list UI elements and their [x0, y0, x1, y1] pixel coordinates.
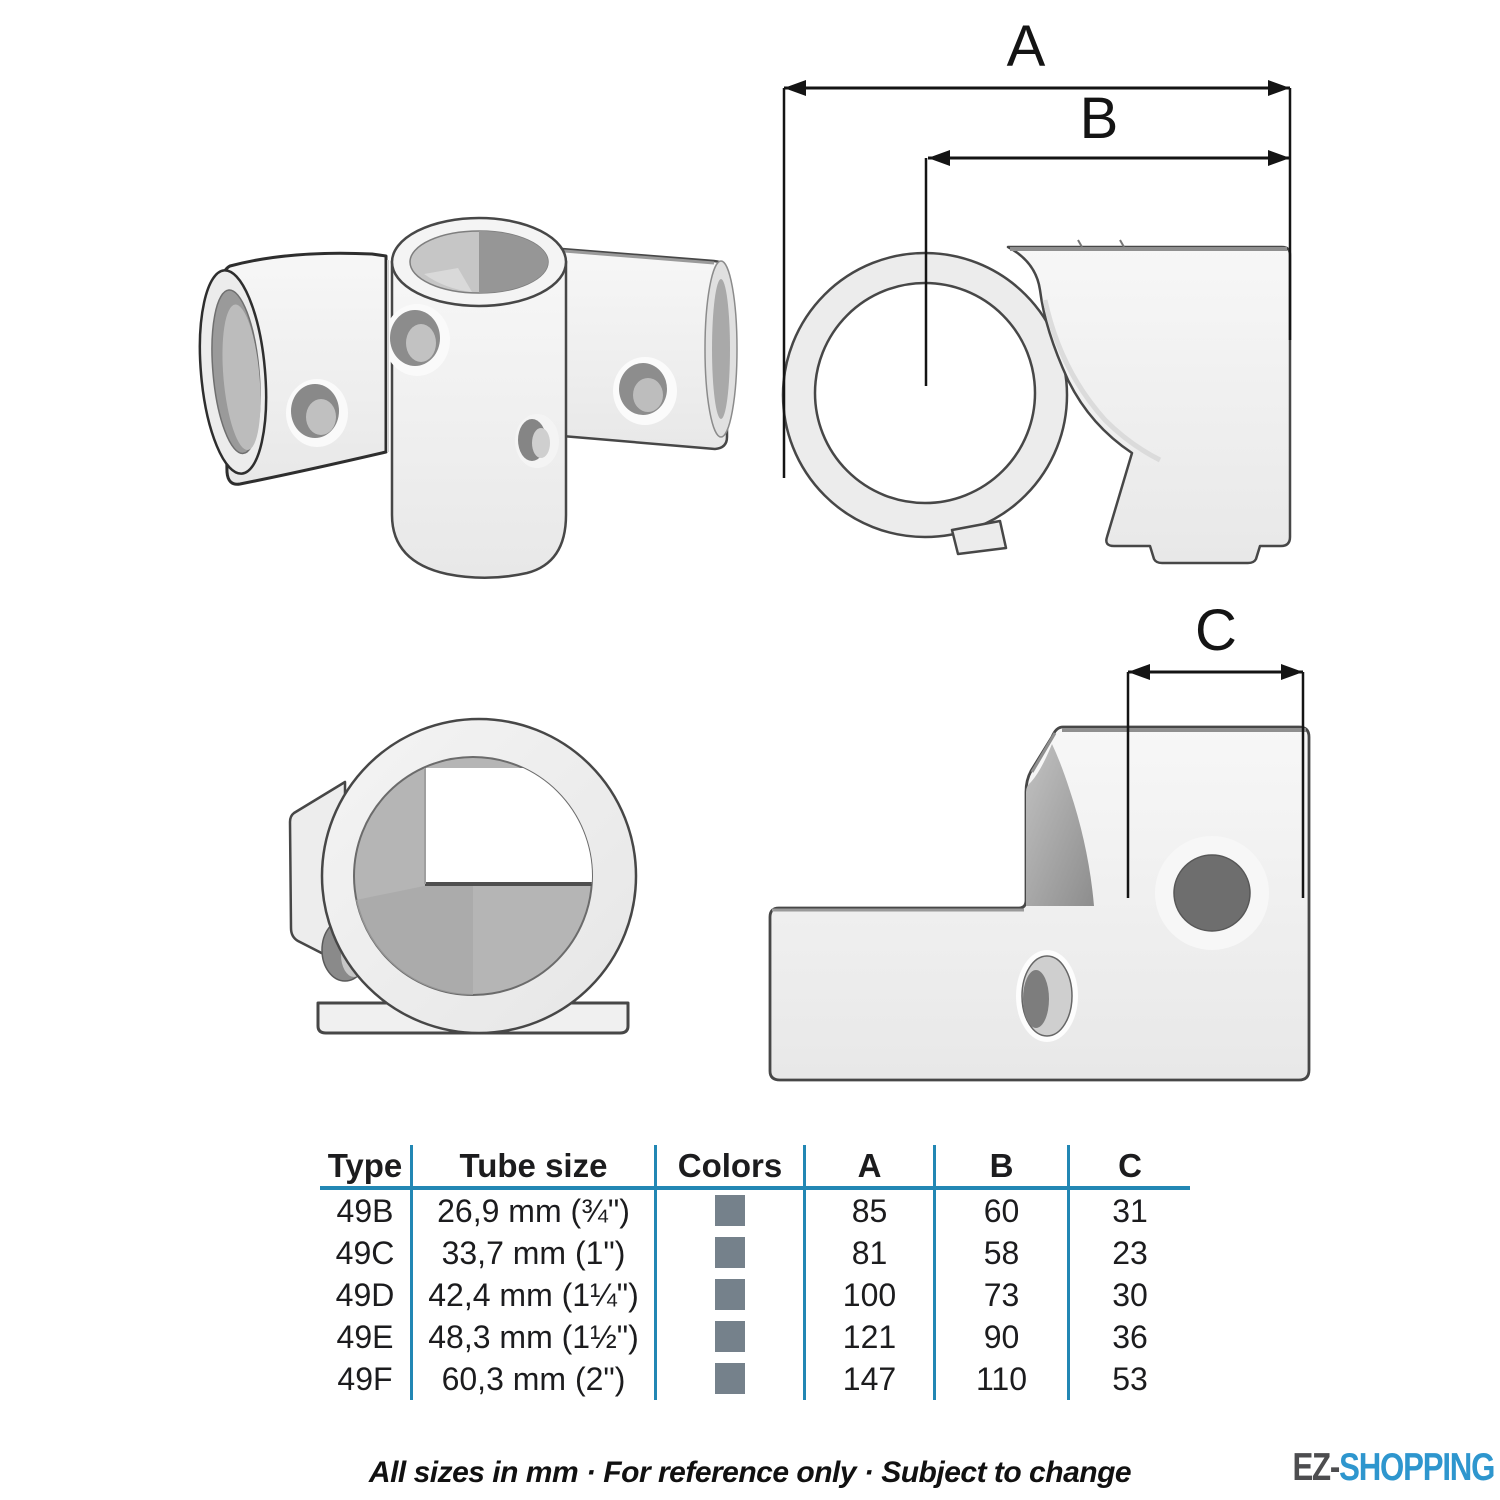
- color-swatch: [715, 1237, 745, 1269]
- c-chamfer-edge: [1030, 732, 1057, 773]
- cell-c: 53: [1112, 1361, 1148, 1397]
- cell-tube-size: 42,4 mm (1¼"): [413, 1274, 657, 1316]
- dim-c-label: C: [1195, 598, 1237, 663]
- dimension-c: C: [1126, 598, 1305, 898]
- iso-right-bore: [712, 279, 730, 419]
- iso-left-opening: [198, 269, 268, 475]
- cell-type: 49C: [320, 1232, 413, 1274]
- cell-tube-size: 60,3 mm (2"): [413, 1358, 657, 1400]
- dim-b-label: B: [1080, 86, 1119, 151]
- iso-right-top-edge: [563, 249, 715, 265]
- cell-a: 81: [806, 1232, 936, 1274]
- brand-logo: EZ-SHOPPING: [1292, 1446, 1495, 1490]
- header-colors: Colors: [657, 1145, 806, 1186]
- color-swatch: [715, 1321, 745, 1353]
- cell-colors: [657, 1358, 806, 1400]
- cell-a: 147: [806, 1358, 936, 1400]
- c-through-hole: [1155, 836, 1269, 950]
- iso-view: [198, 216, 738, 579]
- logo-prefix: EZ-: [1292, 1446, 1340, 1489]
- logo-suffix: SHOPPING: [1338, 1446, 1495, 1489]
- dimension-b: B: [924, 86, 1290, 386]
- header-a: A: [806, 1145, 936, 1186]
- iso-left-screw-hole: [286, 379, 348, 447]
- cell-c: 23: [1112, 1235, 1148, 1271]
- cell-a: 121: [806, 1316, 936, 1358]
- cell-b: 58: [936, 1232, 1070, 1274]
- cell-b: 110: [936, 1358, 1070, 1400]
- dim-a-label: A: [1007, 14, 1046, 79]
- cell-colors: [657, 1316, 806, 1358]
- c-screw-hole: [1016, 950, 1078, 1042]
- cell-tube-size: 48,3 mm (1½"): [413, 1316, 657, 1358]
- spec-table-header: Type Tube size Colors A B C: [320, 1145, 1190, 1190]
- cell-colors: [657, 1232, 806, 1274]
- iso-collar-lower-hole: [515, 414, 559, 468]
- ab-shading: [1042, 299, 1162, 463]
- cell-a: 85: [806, 1190, 936, 1232]
- c-recess: [1026, 744, 1094, 906]
- iso-collar-bore-glint: [424, 268, 472, 292]
- cell-type: 49B: [320, 1190, 413, 1232]
- header-c: C: [1118, 1147, 1142, 1184]
- dimension-a: A: [782, 14, 1292, 478]
- front-inner-shade: [356, 876, 473, 996]
- front-view: [288, 717, 638, 1035]
- cell-b: 90: [936, 1316, 1070, 1358]
- cell-c: 30: [1112, 1277, 1148, 1313]
- iso-collar-bore-shadow: [479, 231, 548, 293]
- cell-b: 73: [936, 1274, 1070, 1316]
- color-swatch: [715, 1195, 745, 1227]
- color-swatch: [715, 1363, 745, 1395]
- side-view-ab: A B: [781, 14, 1292, 565]
- cell-c: 31: [1112, 1193, 1148, 1229]
- ab-tick-2: [1119, 239, 1125, 248]
- iso-right-screw-hole: [613, 357, 677, 425]
- cell-colors: [657, 1274, 806, 1316]
- side-view-c: C: [768, 598, 1311, 1082]
- cell-c: 36: [1112, 1319, 1148, 1355]
- cell-type: 49E: [320, 1316, 413, 1358]
- cell-b: 60: [936, 1190, 1070, 1232]
- color-swatch: [715, 1279, 745, 1311]
- header-type: Type: [320, 1145, 413, 1186]
- ab-tick-1: [1077, 239, 1083, 248]
- cell-type: 49F: [320, 1358, 413, 1400]
- ab-body: [1006, 245, 1292, 565]
- header-b: B: [936, 1145, 1070, 1186]
- cell-a: 100: [806, 1274, 936, 1316]
- cell-tube-size: 33,7 mm (1"): [413, 1232, 657, 1274]
- cell-tube-size: 26,9 mm (¾"): [413, 1190, 657, 1232]
- ab-ring-foot: [950, 519, 1008, 556]
- footer-note: All sizes in mm · For reference only · S…: [368, 1456, 1132, 1489]
- cell-colors: [657, 1190, 806, 1232]
- header-tube-size: Tube size: [413, 1145, 657, 1186]
- cell-type: 49D: [320, 1274, 413, 1316]
- iso-collar-screw-hole: [384, 304, 450, 376]
